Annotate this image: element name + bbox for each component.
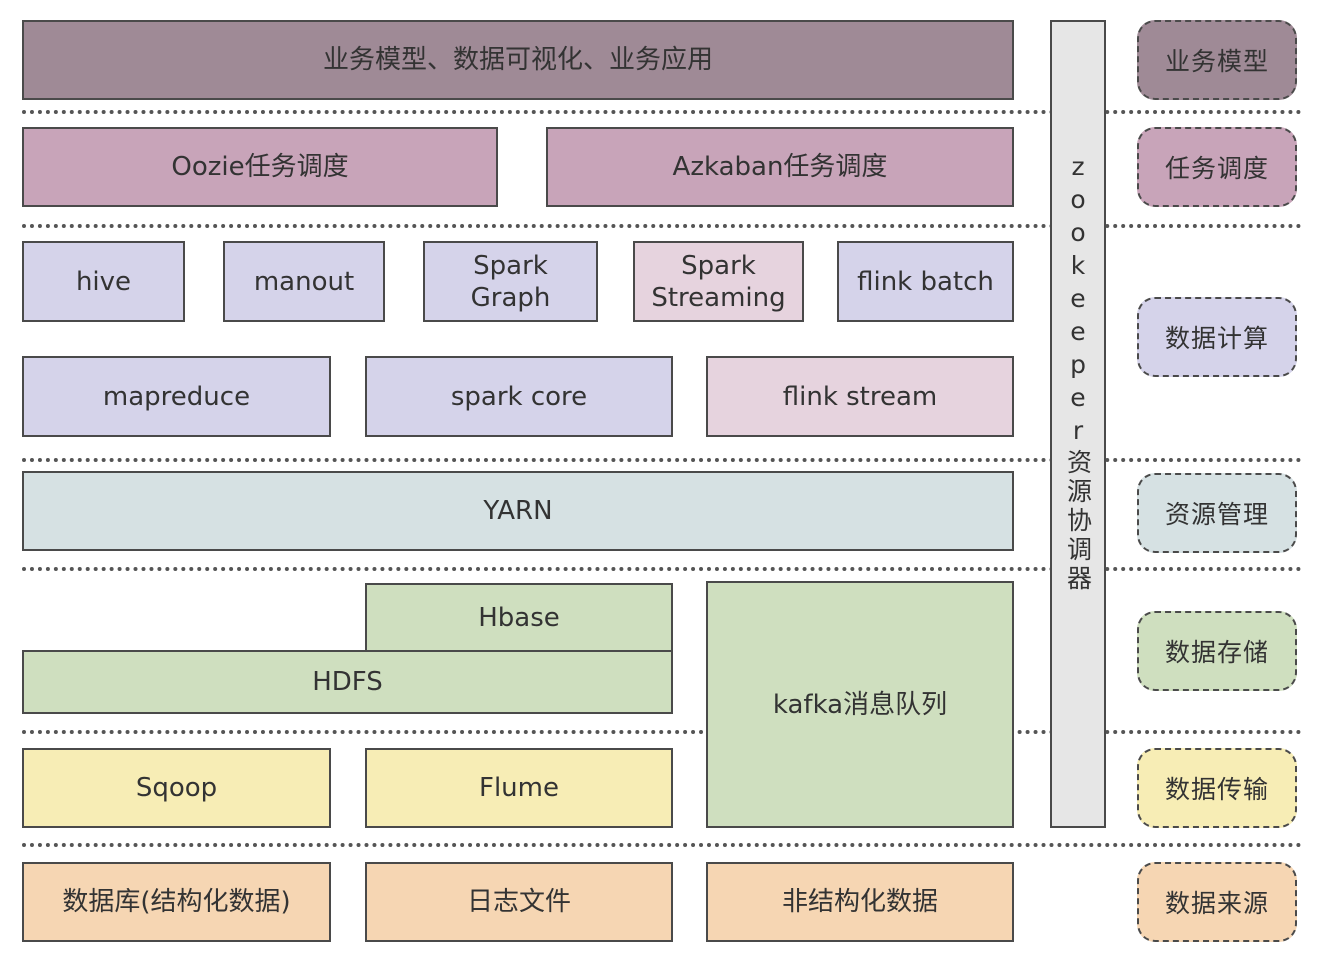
zookeeper-bar: zookeeper资源协调器 <box>1050 20 1106 828</box>
tag-source: 数据来源 <box>1137 862 1297 942</box>
hbase-box: Hbase <box>365 583 673 652</box>
tag-scheduling: 任务调度 <box>1137 127 1297 207</box>
azkaban-box: Azkaban任务调度 <box>546 127 1014 207</box>
tag-transport: 数据传输 <box>1137 748 1297 828</box>
zookeeper-label: zookeeper资源协调器 <box>1063 152 1093 594</box>
manout-box: manout <box>223 241 385 322</box>
oozie-box: Oozie任务调度 <box>22 127 498 207</box>
log-files-box: 日志文件 <box>365 862 673 942</box>
unstructured-data-box: 非结构化数据 <box>706 862 1014 942</box>
tag-compute: 数据计算 <box>1137 297 1297 377</box>
kafka-box: kafka消息队列 <box>706 581 1014 828</box>
separator-line <box>22 730 1302 734</box>
separator-line <box>22 110 1302 114</box>
separator-line <box>22 224 1302 228</box>
hdfs-box: HDFS <box>22 650 673 714</box>
separator-line <box>22 458 1302 462</box>
mapreduce-box: mapreduce <box>22 356 331 437</box>
hive-box: hive <box>22 241 185 322</box>
flink-batch-box: flink batch <box>837 241 1014 322</box>
flink-stream-box: flink stream <box>706 356 1014 437</box>
tag-storage: 数据存储 <box>1137 611 1297 691</box>
separator-line <box>22 567 1302 571</box>
spark-graph-box: Spark Graph <box>423 241 598 322</box>
spark-core-box: spark core <box>365 356 673 437</box>
spark-streaming-box: Spark Streaming <box>633 241 804 322</box>
tag-resource: 资源管理 <box>1137 473 1297 553</box>
sqoop-box: Sqoop <box>22 748 331 828</box>
database-box: 数据库(结构化数据) <box>22 862 331 942</box>
separator-line <box>22 843 1302 847</box>
tag-business-model: 业务模型 <box>1137 20 1297 100</box>
yarn-box: YARN <box>22 471 1014 551</box>
business-layer-box: 业务模型、数据可视化、业务应用 <box>22 20 1014 100</box>
flume-box: Flume <box>365 748 673 828</box>
